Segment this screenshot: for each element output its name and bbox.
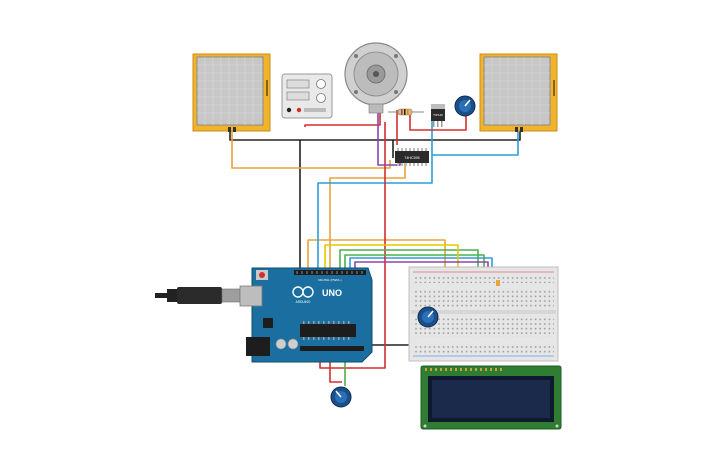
- arduino-uno[interactable]: DIGITAL (PWM~) ARDUINO UNO: [155, 267, 373, 363]
- driver-ic[interactable]: 74HC595: [395, 148, 429, 166]
- wire-red-top: [304, 112, 381, 127]
- wire-orange-left: [231, 131, 391, 169]
- wire-black-bus: [229, 131, 521, 141]
- usb-cable: [155, 287, 241, 304]
- wire-blue-arduino: [317, 120, 433, 270]
- arduino-logo-icon: [292, 286, 314, 298]
- power-supply[interactable]: [281, 73, 333, 119]
- mosfet[interactable]: TIP120: [431, 104, 445, 127]
- knob-top-icon[interactable]: [454, 95, 476, 117]
- mosfet-label: TIP120: [433, 113, 443, 117]
- lcd-display[interactable]: [420, 365, 562, 430]
- arduino-brand: ARDUINO: [296, 300, 311, 304]
- panel-left[interactable]: [192, 53, 271, 132]
- arduino-model: UNO: [322, 288, 342, 298]
- panel-right-grid: [484, 57, 550, 125]
- knob-bottom-icon[interactable]: [330, 386, 352, 408]
- wire-orange-ic: [329, 162, 406, 270]
- panel-left-grid: [197, 57, 263, 125]
- arduino-header-label: DIGITAL (PWM~): [318, 278, 341, 282]
- knob-breadboard-icon[interactable]: [417, 306, 439, 328]
- panel-right[interactable]: [479, 53, 558, 132]
- resistor[interactable]: [388, 108, 424, 116]
- breadboard[interactable]: [408, 266, 559, 362]
- driver-ic-label: 74HC595: [404, 156, 419, 160]
- wire-blue-right: [432, 131, 519, 156]
- dc-motor[interactable]: [344, 42, 408, 114]
- wire-red-mosfet: [409, 113, 467, 131]
